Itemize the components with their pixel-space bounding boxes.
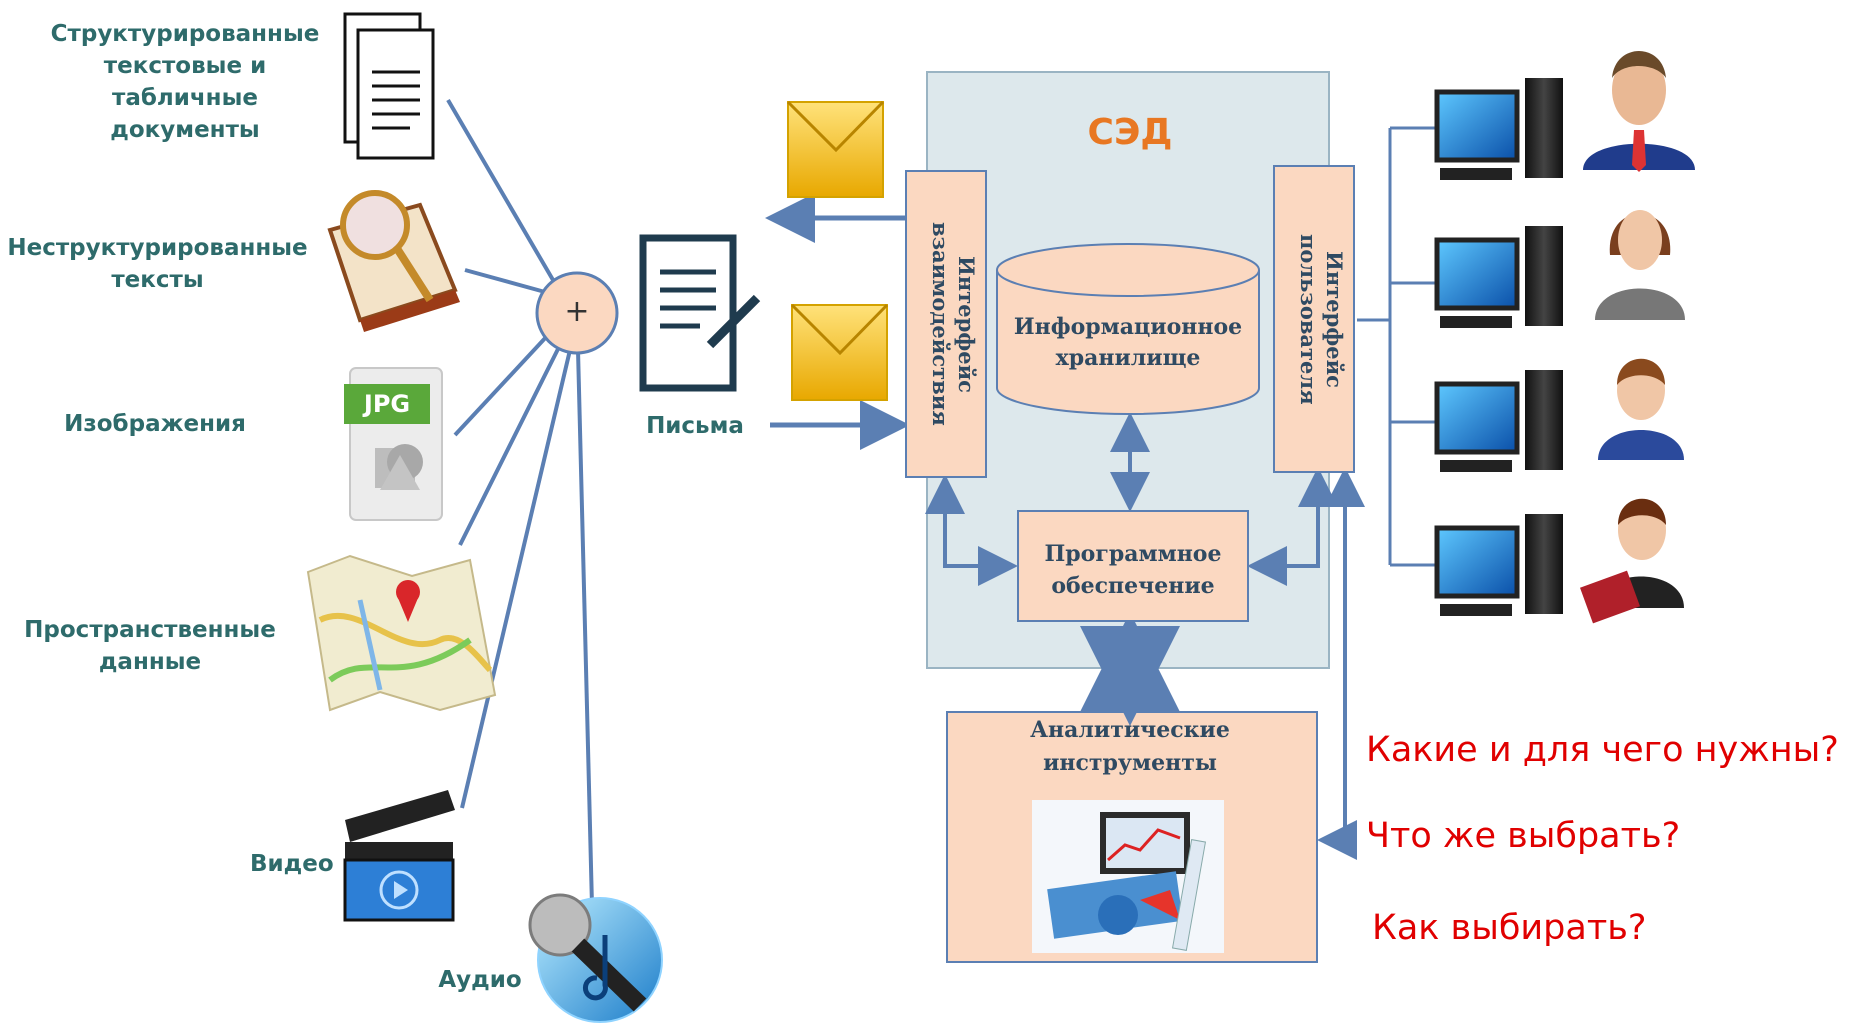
book-magnifier-icon [327, 190, 460, 332]
question-how-to-choose: Как выбирать? [1372, 908, 1647, 948]
user-avatar-icon-3 [1598, 358, 1684, 460]
combiner-plus: + [564, 294, 590, 329]
jpg-badge-label: JPG [363, 390, 411, 418]
user-interface-box: Интерфейс пользователя [1273, 165, 1355, 473]
storage-cylinder [996, 243, 1260, 415]
question-what-to-choose: Что же выбрать? [1366, 816, 1681, 856]
user-avatar-icon-2 [1595, 210, 1685, 320]
source-connectors [446, 98, 594, 907]
software-label: Программное обеспечение [1044, 541, 1222, 599]
interaction-interface-label: Интерфейс взаимодействия [928, 222, 979, 426]
workstation-icon-3 [1434, 370, 1563, 472]
internal-arrows [925, 412, 1365, 860]
source-label-images: Изображения [64, 411, 246, 437]
microphone-icon [528, 893, 663, 1023]
analytics-label: Аналитические инструменты [1030, 717, 1230, 776]
map-icon [306, 554, 497, 712]
source-label-video: Видео [250, 851, 334, 877]
letters-label: Письма [646, 413, 744, 439]
storage-label: Информационное хранилище [1013, 314, 1243, 371]
source-label-spatial: Пространственные данные [24, 617, 276, 675]
sed-title: СЭД [1087, 112, 1173, 153]
jpg-file-icon [344, 367, 443, 521]
source-label-audio: Аудио [438, 967, 522, 993]
source-label-unstructured: Неструктурированные тексты [7, 235, 308, 293]
workstation-icon-2 [1434, 226, 1563, 328]
workstation-icon-4 [1434, 514, 1563, 616]
user-avatar-icon-1 [1583, 51, 1695, 172]
user-avatar-icon-4 [1580, 498, 1684, 624]
analytics-box [946, 711, 1318, 963]
software-box: Программное обеспечение [1017, 510, 1249, 622]
users-tree [1357, 126, 1435, 567]
documents-icon [343, 12, 435, 160]
envelope-icon-top [786, 100, 885, 198]
question-which-and-why: Какие и для чего нужны? [1366, 730, 1839, 770]
envelope-icon-bottom [790, 303, 889, 401]
letter-document-icon [639, 234, 761, 392]
user-interface-label: Интерфейс пользователя [1296, 233, 1347, 405]
combiner-node [535, 271, 619, 355]
clapperboard-icon [343, 790, 455, 922]
source-label-structured: Структурированные текстовые и табличные … [50, 21, 320, 143]
analytics-image [1032, 800, 1224, 953]
interaction-interface-box: Интерфейс взаимодействия [905, 170, 987, 478]
workstation-icon-1 [1434, 78, 1563, 180]
